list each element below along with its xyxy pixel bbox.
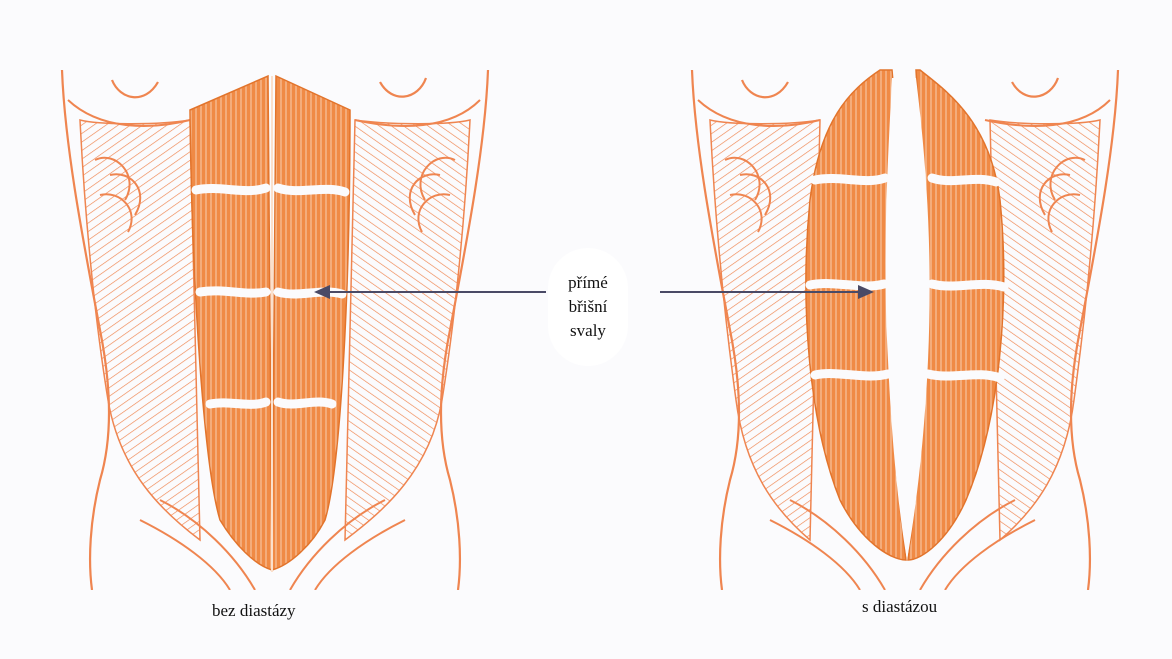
torso-with-diastasis-illustration [670,0,1140,590]
label-line-3: svaly [570,319,606,343]
label-line-2: břišní [569,295,608,319]
label-line-1: přímé [568,271,608,295]
torso-with-diastasis [670,0,1140,590]
caption-with-diastasis: s diastázou [862,597,937,617]
rectus-abdominis-label: přímé břišní svaly [548,248,628,366]
torso-without-diastasis [40,0,510,590]
torso-without-diastasis-illustration [40,0,510,590]
caption-without-diastasis: bez diastázy [212,601,296,621]
